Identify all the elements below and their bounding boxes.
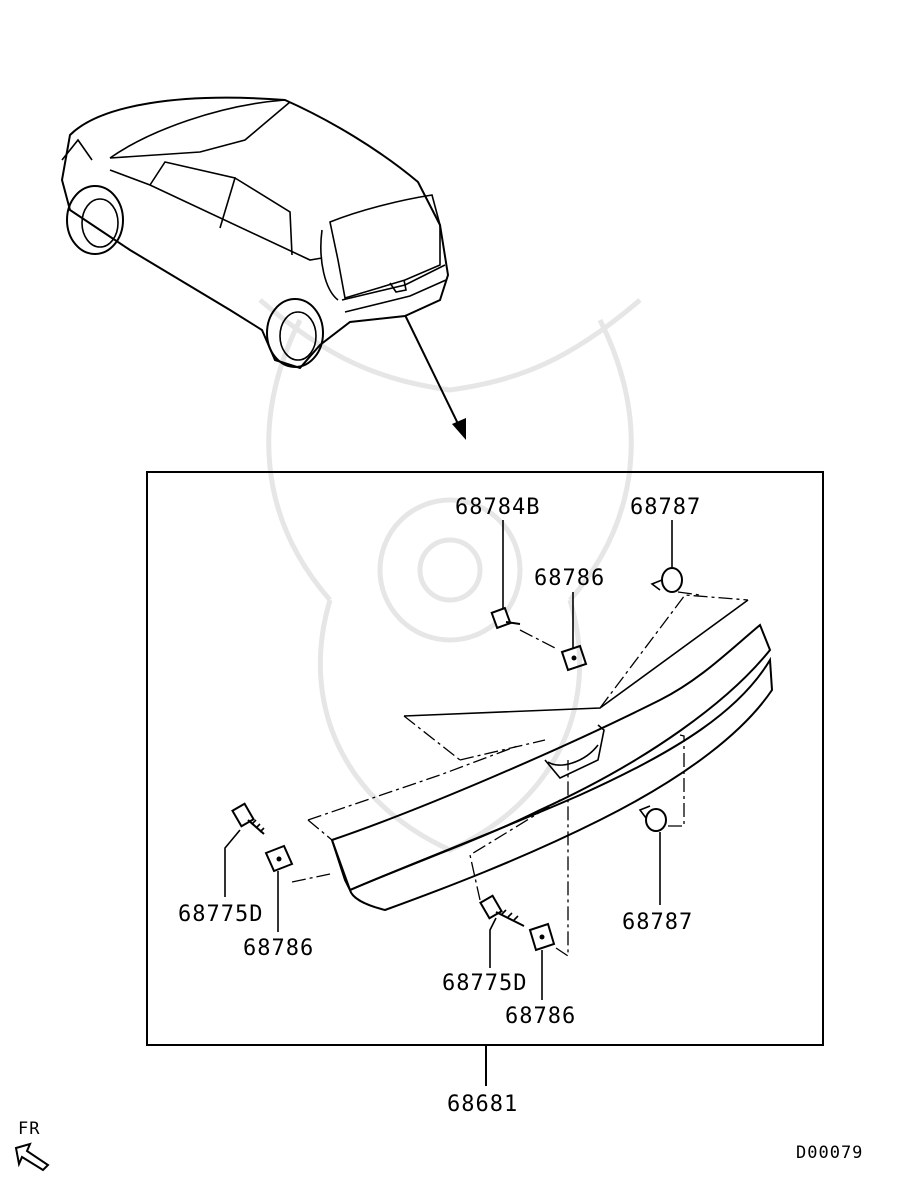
- bolt-left: [231, 802, 265, 835]
- front-label: FR: [18, 1119, 40, 1139]
- label-68787-top: 68787: [630, 495, 701, 520]
- front-arrow-icon: [14, 1142, 50, 1172]
- connection-lines: [291, 591, 701, 958]
- front-direction-indicator: FR: [14, 1119, 50, 1172]
- clip-top-right: [650, 567, 683, 593]
- label-68786-left: 68786: [243, 936, 314, 961]
- detail-box: [146, 471, 824, 1046]
- detail-arrow: [404, 314, 466, 440]
- clip-nut-left: [264, 844, 294, 873]
- label-68775D-mid: 68775D: [442, 971, 527, 996]
- label-68681: 68681: [447, 1092, 518, 1117]
- label-68786-mid: 68786: [505, 1004, 576, 1029]
- clip-nut-top: [560, 644, 588, 672]
- car-illustration: [60, 96, 450, 370]
- bolt-mid: [479, 894, 525, 927]
- label-68775D-left: 68775D: [178, 902, 263, 927]
- label-68784B: 68784B: [455, 495, 540, 520]
- label-68787-right: 68787: [622, 910, 693, 935]
- leader-lines: [224, 520, 673, 1086]
- label-68786-top: 68786: [534, 566, 605, 591]
- tailgate-garnish: [307, 594, 774, 912]
- bolt-top: [490, 606, 521, 630]
- diagram-code: D00079: [796, 1143, 863, 1163]
- clip-nut-mid: [528, 922, 556, 952]
- clip-right: [638, 805, 667, 832]
